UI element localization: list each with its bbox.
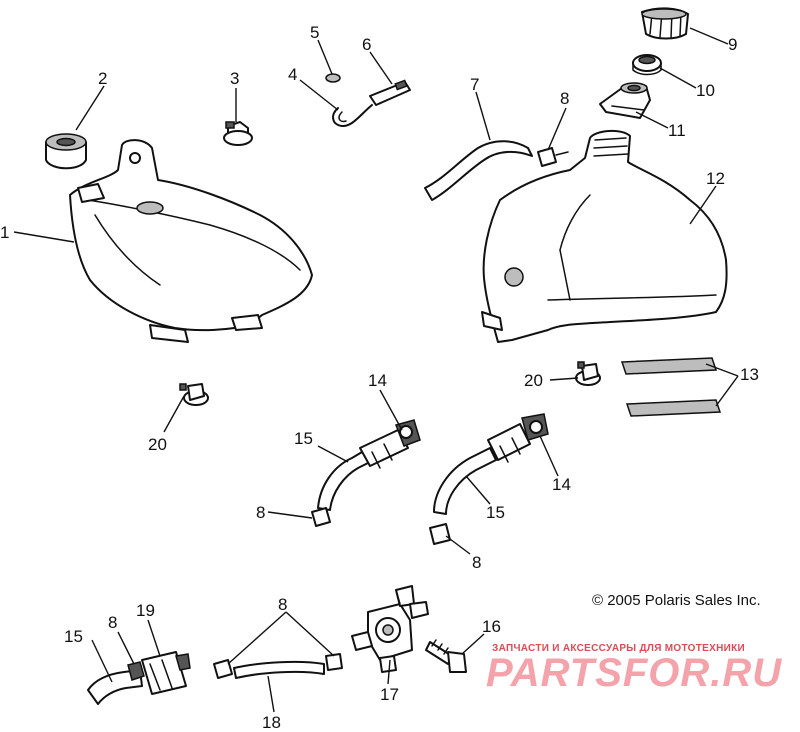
watermark-tagline: ЗАПЧАСТИ И АКСЕССУАРЫ ДЛЯ МОТОТЕХНИКИ (492, 643, 745, 654)
part-17-fuel-valve (351, 585, 429, 673)
part-11-filler-neck-boot (599, 82, 651, 119)
part-20-bolt-right (575, 361, 601, 386)
callout-17: 17 (380, 685, 399, 704)
callout-19: 19 (136, 601, 155, 620)
callout-15-right: 15 (486, 503, 505, 522)
part-7-vent-hose (424, 140, 533, 201)
part-12-fuel-tank (481, 130, 728, 343)
callout-14-left: 14 (368, 371, 387, 390)
part-8-clamp-top (537, 147, 569, 167)
part-13-strips (620, 357, 722, 417)
part-18-hose (213, 653, 343, 679)
callout-9: 9 (728, 35, 737, 54)
watermark-brand-logo: PARTSFOR.RU (486, 651, 782, 695)
callout-5: 5 (310, 23, 319, 42)
callout-16: 16 (482, 617, 501, 636)
callout-15-filter: 15 (64, 627, 83, 646)
part-1-tank-cover (69, 139, 313, 343)
callout-6: 6 (362, 35, 371, 54)
callout-8-right-line: 8 (472, 553, 481, 572)
part-9-fuel-cap (641, 7, 689, 40)
part-16-screw (425, 639, 467, 673)
part-4-5-6-strap-assembly (325, 73, 411, 128)
callout-8-hose: 8 (278, 595, 287, 614)
filter-assembly (87, 651, 191, 705)
callout-3: 3 (230, 69, 239, 88)
callout-13: 13 (740, 365, 759, 384)
fuel-line-right-assembly (429, 413, 549, 545)
callout-8-filter: 8 (108, 613, 117, 632)
part-10-cap-gasket (632, 54, 662, 76)
callout-8-left-line: 8 (256, 503, 265, 522)
copyright-notice: © 2005 Polaris Sales Inc. (592, 592, 761, 609)
fuel-line-left-assembly (311, 419, 421, 527)
callout-4: 4 (288, 65, 297, 84)
callout-10: 10 (696, 81, 715, 100)
callout-14-right: 14 (552, 475, 571, 494)
callout-11: 11 (668, 121, 686, 140)
callout-18: 18 (262, 713, 281, 732)
leader-lines (13, 27, 739, 713)
watermark: ЗАПЧАСТИ И АКСЕССУАРЫ ДЛЯ МОТОТЕХНИКИ PA… (486, 643, 782, 695)
callout-2: 2 (98, 69, 107, 88)
callouts: 1 2 3 4 5 6 7 8 9 10 11 12 13 20 20 14 1… (0, 23, 759, 732)
part-3-bolt (223, 121, 253, 146)
callout-7: 7 (470, 75, 479, 94)
callout-20-left: 20 (148, 435, 167, 454)
part-2-grommet (45, 133, 87, 170)
callout-15-left: 15 (294, 429, 313, 448)
callout-20-right: 20 (524, 371, 543, 390)
callout-12: 12 (706, 169, 725, 188)
part-20-bolt-left (179, 383, 209, 406)
callout-1: 1 (0, 223, 9, 242)
callout-8-tank: 8 (560, 89, 569, 108)
